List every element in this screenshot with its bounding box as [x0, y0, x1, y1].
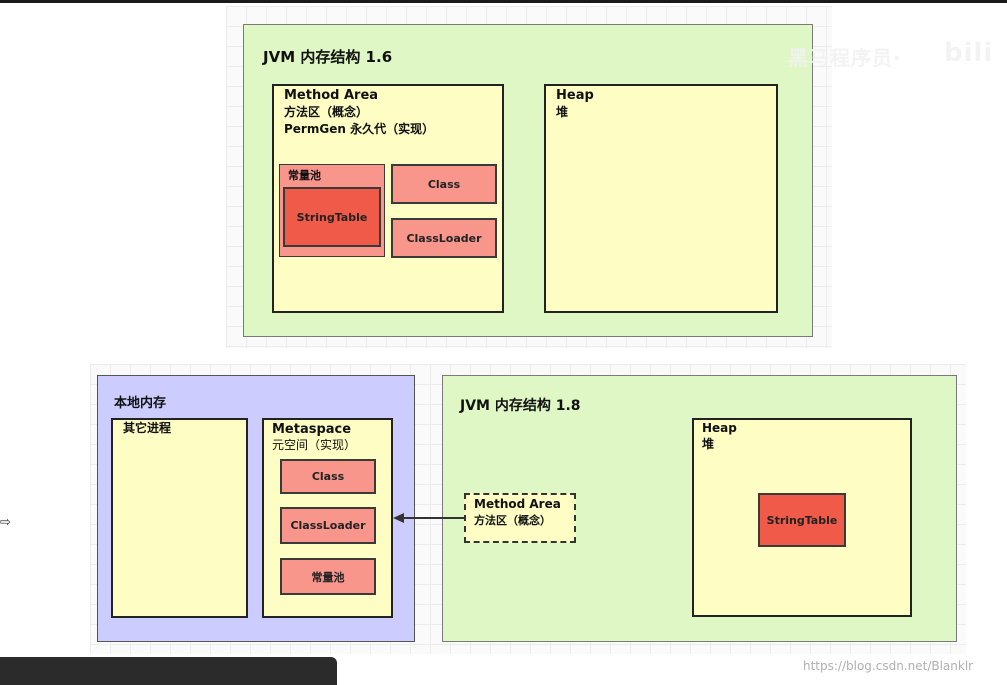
jvm16-classloader: ClassLoader [391, 218, 497, 258]
metaspace-constant-pool: 常量池 [280, 558, 376, 595]
metaspace-classloader: ClassLoader [280, 507, 376, 544]
bilibili-logo: bili [944, 38, 994, 68]
jvm16-class: Class [391, 164, 497, 204]
jvm18-method-area: Method Area 方法区（概念） [464, 493, 576, 543]
metaspace-subtitle: 元空间（实现） [272, 438, 357, 452]
metaspace-title: Metaspace [272, 422, 352, 437]
watermark-text: 黑马程序员· [788, 46, 902, 70]
jvm18-stringtable: StringTable [758, 493, 846, 547]
other-process-box: 其它进程 [111, 418, 248, 618]
source-url: https://blog.csdn.net/Blanklr [803, 659, 974, 673]
heap-title: Heap [556, 88, 594, 103]
heap-subtitle: 堆 [556, 105, 569, 119]
method-area-concept: 方法区（概念） [284, 105, 369, 119]
permgen-label: PermGen 永久代（实现） [284, 122, 435, 136]
other-process-label: 其它进程 [123, 421, 172, 435]
jvm18-heap-subtitle: 堆 [702, 437, 715, 451]
arrow-method-area-to-metaspace [393, 513, 464, 523]
jvm16-title: JVM 内存结构 1.6 [263, 48, 393, 66]
left-arrow-glyph-icon: ⇨ [0, 515, 11, 530]
jvm18-method-area-title: Method Area [474, 497, 561, 511]
native-memory-title: 本地内存 [114, 396, 167, 411]
jvm18-method-area-concept: 方法区（概念） [474, 514, 551, 527]
jvm16-heap: Heap 堆 [544, 84, 778, 313]
jvm18-heap-title: Heap [702, 421, 737, 435]
top-bar [0, 0, 1007, 3]
jvm18-title: JVM 内存结构 1.8 [460, 398, 581, 414]
method-area-title: Method Area [284, 88, 379, 103]
metaspace-class: Class [280, 459, 376, 494]
jvm16-stringtable: StringTable [283, 187, 381, 247]
constant-pool-label: 常量池 [288, 169, 321, 182]
footer-bar [0, 657, 337, 685]
